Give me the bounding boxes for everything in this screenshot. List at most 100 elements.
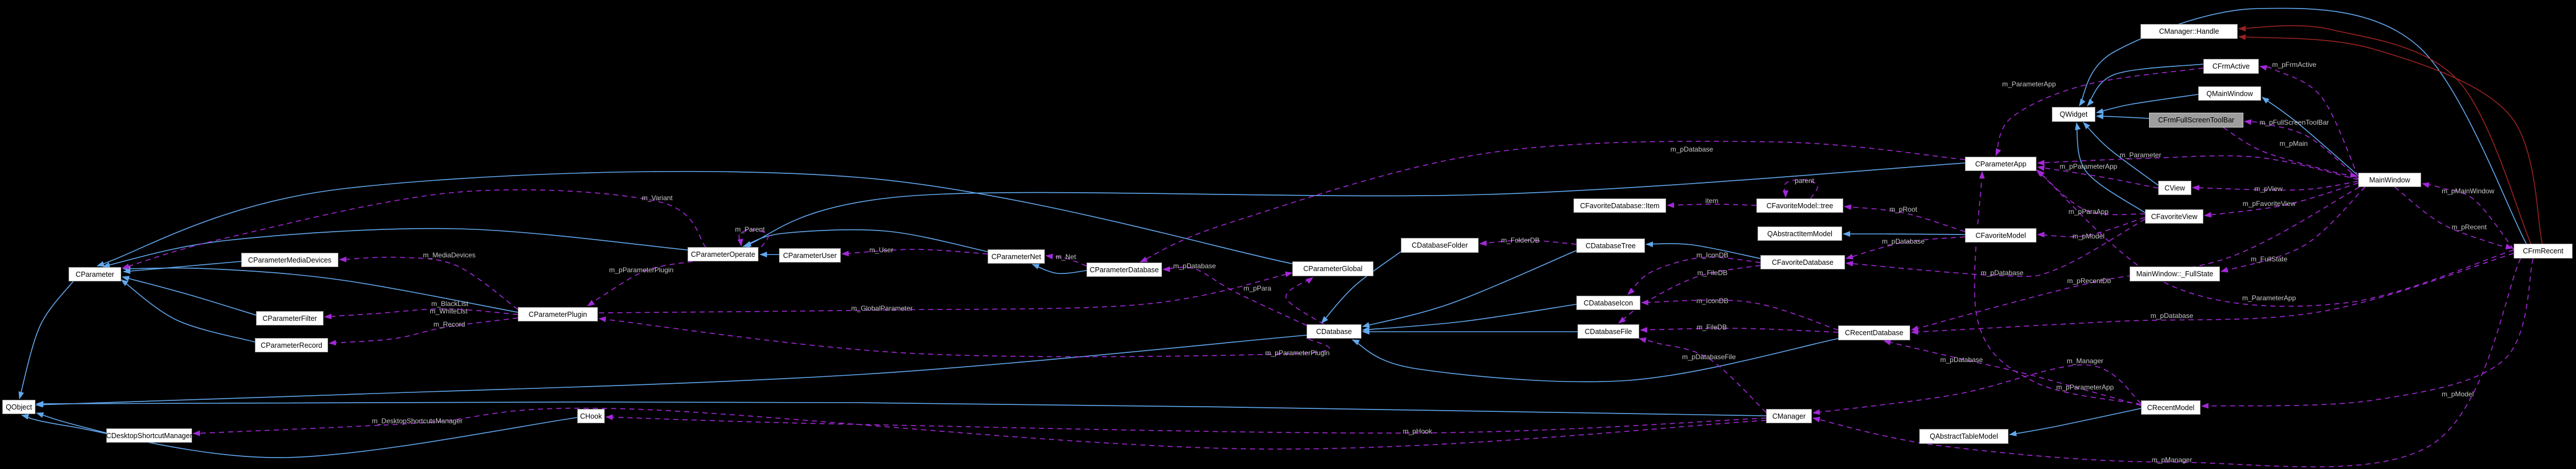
node-cdbtree[interactable]: CDatabaseTree xyxy=(1576,239,1645,253)
edge-cpplugin-cpfilter xyxy=(324,308,518,320)
edge-crecentmodel-cmanager xyxy=(1812,364,2142,415)
edge-cdatabase-cpplugin xyxy=(598,316,1330,357)
node-qobject[interactable]: QObject xyxy=(2,400,35,414)
node-cpoperate[interactable]: CParameterOperate xyxy=(688,247,758,261)
node-cfavdb[interactable]: CFavoriteDatabase xyxy=(1760,255,1845,269)
edge-cdbtree-cdatabase xyxy=(1362,250,1577,328)
edge-cmanager-cdbfile xyxy=(1639,337,1767,413)
edge-cpplugin-cparameter xyxy=(123,265,518,313)
edge-cfavtree-cfavtree xyxy=(1782,179,1819,199)
node-chook[interactable]: CHook xyxy=(577,409,605,423)
node-mainwindow[interactable]: MainWindow xyxy=(2358,173,2421,187)
edge-mainwindow-fullstate xyxy=(2220,186,2366,273)
edge-cfrmrecent-chandle xyxy=(2238,25,2531,244)
node-cdbfolder[interactable]: CDatabaseFolder xyxy=(1401,238,1479,253)
node-cpfilter[interactable]: CParameterFilter xyxy=(256,311,324,325)
edge-cpplugin-cprecord xyxy=(329,317,518,346)
edge-crecentmodel-crecentdb xyxy=(1883,339,2142,406)
edge-cpdatabase-cpnet xyxy=(1032,264,1087,275)
node-cparameter[interactable]: CParameter xyxy=(69,267,121,281)
edge-cdbfolder-cdatabase xyxy=(1321,251,1401,324)
edge-mainwindow-cfrmactive xyxy=(2259,65,2359,177)
edge-mainwindow-crecentdb xyxy=(1911,186,2360,331)
node-cpglobal[interactable]: CParameterGlobal xyxy=(1292,261,1373,276)
node-cdesktop[interactable]: CDesktopShortcutManager xyxy=(106,428,192,443)
edge-cpoperate-cpoperate xyxy=(737,229,769,248)
edge-cfrmactive-cparamapp xyxy=(1995,67,2204,156)
edge-cview-cparamapp xyxy=(2037,165,2159,189)
edge-cfrmrecent-crecentmodel xyxy=(2201,258,2534,409)
edge-cpplugin-cpmediadevices xyxy=(339,256,518,310)
node-cdbicon[interactable]: CDatabaseIcon xyxy=(1576,296,1640,310)
edge-cpdatabase-cpnet xyxy=(1045,253,1087,267)
edge-cdatabase-qobject xyxy=(35,335,1307,408)
edge-crecentmodel-cparamapp xyxy=(1974,171,2142,405)
node-cmanager[interactable]: CManager xyxy=(1766,409,1812,423)
edge-cfrmrecent-chandle xyxy=(2238,34,2543,244)
edge-cpmediadevices-cparameter xyxy=(123,261,242,274)
node-qatm[interactable]: QAbstractTableModel xyxy=(1919,429,2008,444)
node-cfrmrecent[interactable]: CFrmRecent xyxy=(2514,244,2573,259)
node-cview[interactable]: CView xyxy=(2158,181,2191,195)
edge-cfavmodel-cfavdb xyxy=(1846,236,1966,260)
node-cpuser[interactable]: CParameterUser xyxy=(779,248,841,263)
edge-cfavview-qwidget xyxy=(2075,122,2146,213)
edge-mainwindow-qmainwindow xyxy=(2262,97,2359,176)
node-cpnet[interactable]: CParameterNet xyxy=(988,249,1045,264)
edge-cdatabase-cpdatabase xyxy=(1163,266,1307,326)
edge-cview-qwidget xyxy=(2083,122,2159,186)
edge-cdbtree-cdbfolder xyxy=(1479,240,1577,247)
edge-cfavview-cfavdb xyxy=(1846,218,2146,277)
edge-cfavdb-cdbtree xyxy=(1646,241,1761,259)
edge-cfrmrecent-mainwindow xyxy=(2422,182,2514,250)
edge-cpoperate-cpplugin xyxy=(587,261,693,307)
edge-cparamapp-cpdatabase xyxy=(1140,141,1966,263)
edge-cfavtree-cfavitem xyxy=(1667,202,1757,208)
node-cprecord[interactable]: CParameterRecord xyxy=(255,338,328,352)
node-crecentmodel[interactable]: CRecentModel xyxy=(2141,400,2200,415)
edge-mainwindow-cfrmrecent xyxy=(2394,186,2513,249)
edge-cfrmfstb-mainwindow xyxy=(2223,127,2358,178)
node-cfavtree[interactable]: CFavoriteModel::tree xyxy=(1756,198,1843,213)
node-cfavmodel[interactable]: CFavoriteModel xyxy=(1965,228,2036,243)
node-chandle[interactable]: CManager::Handle xyxy=(2140,24,2238,39)
edge-mainwindow-cfrmfstb xyxy=(2244,119,2359,180)
node-cparamapp[interactable]: CParameterApp xyxy=(1965,157,2036,171)
edge-cfavview-cfavmodel xyxy=(2037,217,2146,238)
node-cfrmfstb[interactable]: CFrmFullScreenToolBar xyxy=(2149,113,2243,128)
node-cdatabase[interactable]: CDatabase xyxy=(1307,324,1361,339)
node-qwidget[interactable]: QWidget xyxy=(2052,107,2095,122)
node-cfrmactive[interactable]: CFrmActive xyxy=(2203,59,2259,74)
edge-cfavdb-cdbicon xyxy=(1627,256,1761,295)
edge-chook-qobject xyxy=(21,414,578,458)
node-qmainwindow[interactable]: QMainWindow xyxy=(2198,86,2261,101)
edge-cmanager-cdesktop xyxy=(193,407,1767,450)
edge-cfrmrecent-cparamapp xyxy=(2036,169,2514,307)
edge-crecentdb-cdbicon xyxy=(1641,299,1839,331)
node-fullstate[interactable]: MainWindow::_FullState xyxy=(2130,267,2220,281)
edge-cdesktop-qobject xyxy=(36,412,107,434)
edge-cpoperate-cparameter xyxy=(122,189,706,269)
edge-crecentdb-cdbfile xyxy=(1640,327,1839,333)
edge-cprecord-cparameter xyxy=(121,279,255,343)
edge-cfrmrecent-cmanager xyxy=(1812,258,2521,468)
edge-cfrmactive-qwidget xyxy=(2087,63,2204,106)
edges-group xyxy=(18,7,2543,468)
edge-cfavdb-cdbfile xyxy=(1618,265,1761,324)
node-crecentdb[interactable]: CRecentDatabase xyxy=(1838,325,1910,340)
node-cpdatabase[interactable]: CParameterDatabase xyxy=(1087,263,1162,277)
node-cpplugin[interactable]: CParameterPlugin xyxy=(518,307,598,321)
edge-cmanager-chook xyxy=(605,414,1767,434)
edge-cparameter-qobject xyxy=(18,281,74,399)
edge-cdatabase-cpglobal xyxy=(1285,277,1324,325)
node-cfavitem[interactable]: CFavoriteDatabase::Item xyxy=(1573,198,1666,213)
node-cdbfile[interactable]: CDatabaseFile xyxy=(1577,324,1639,339)
node-cfavview[interactable]: CFavoriteView xyxy=(2145,209,2203,224)
node-cpmediadevices[interactable]: CParameterMediaDevices xyxy=(241,253,338,267)
edge-cfrmfstb-qwidget xyxy=(2096,113,2150,120)
node-qaim[interactable]: QAbstractItemModel xyxy=(1758,226,1842,241)
edge-cfrmrecent-qwidget xyxy=(2079,7,2527,244)
edge-cpnet-cpoperate xyxy=(744,229,988,252)
